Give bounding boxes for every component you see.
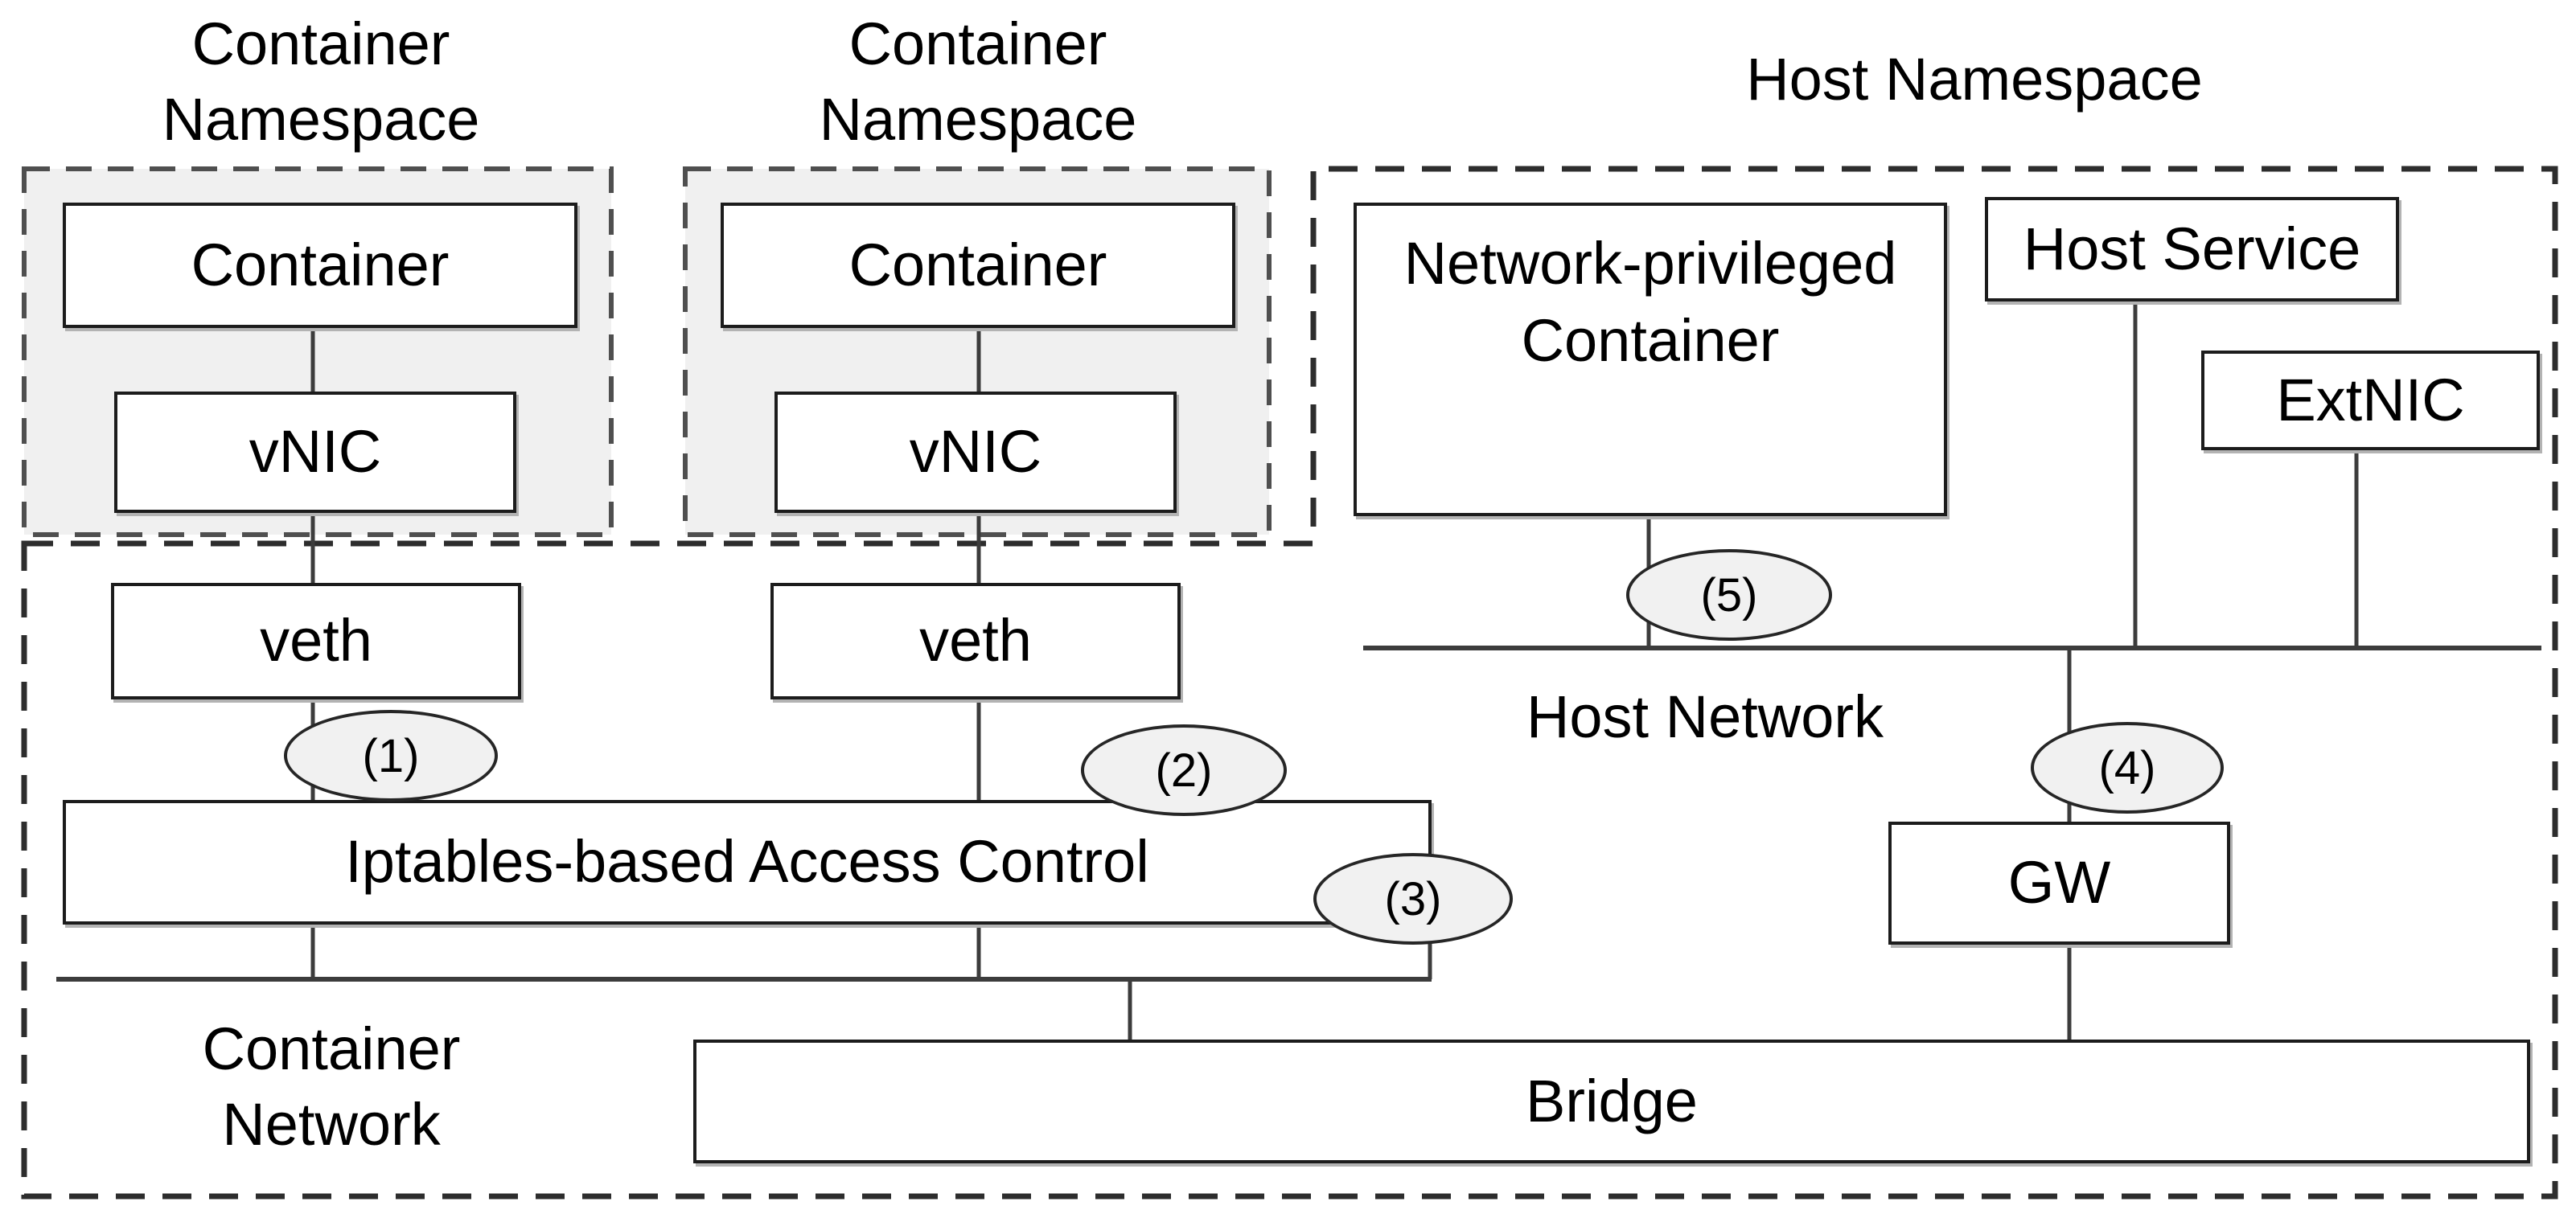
label-host-network: Host Network [1526, 683, 1884, 750]
host-and-container-network-outline [21, 166, 2558, 1200]
marker-4: (4) [2031, 722, 2224, 814]
npc-label-line: Network-privileged [1403, 230, 1897, 297]
marker-5: (5) [1626, 549, 1832, 641]
box-network-privileged-container: Network-privileged Container [1354, 203, 1947, 516]
title-line: Namespace [819, 85, 1137, 153]
title-host-namespace: Host Namespace [1746, 46, 2203, 113]
npc-label-line: Container [1521, 307, 1780, 375]
marker-3: (3) [1313, 853, 1513, 945]
title-line: Namespace [162, 85, 480, 153]
marker-2: (2) [1081, 724, 1287, 816]
label-line: Container [202, 1015, 461, 1082]
box-vnic-mid: vNIC [774, 392, 1177, 513]
label-line: Network [222, 1090, 441, 1158]
title-line: Container [848, 10, 1107, 77]
npc-label: Network-privileged Container [1404, 225, 1897, 379]
box-iptables-access-control: Iptables-based Access Control [63, 800, 1432, 925]
box-container-mid: Container [721, 203, 1235, 328]
label-container-network: Container Network [90, 1011, 573, 1163]
box-bridge: Bridge [693, 1040, 2530, 1163]
box-gw: GW [1888, 822, 2230, 945]
marker-1: (1) [284, 710, 498, 802]
box-extnic: ExtNIC [2201, 351, 2540, 450]
box-veth-left: veth [111, 583, 521, 699]
title-line: Container [191, 10, 450, 77]
box-vnic-left: vNIC [114, 392, 516, 513]
box-host-service: Host Service [1985, 197, 2399, 301]
box-container-left: Container [63, 203, 577, 328]
title-container-namespace-mid: Container Namespace [737, 6, 1219, 158]
box-veth-mid: veth [770, 583, 1181, 699]
title-container-namespace-left: Container Namespace [80, 6, 562, 158]
